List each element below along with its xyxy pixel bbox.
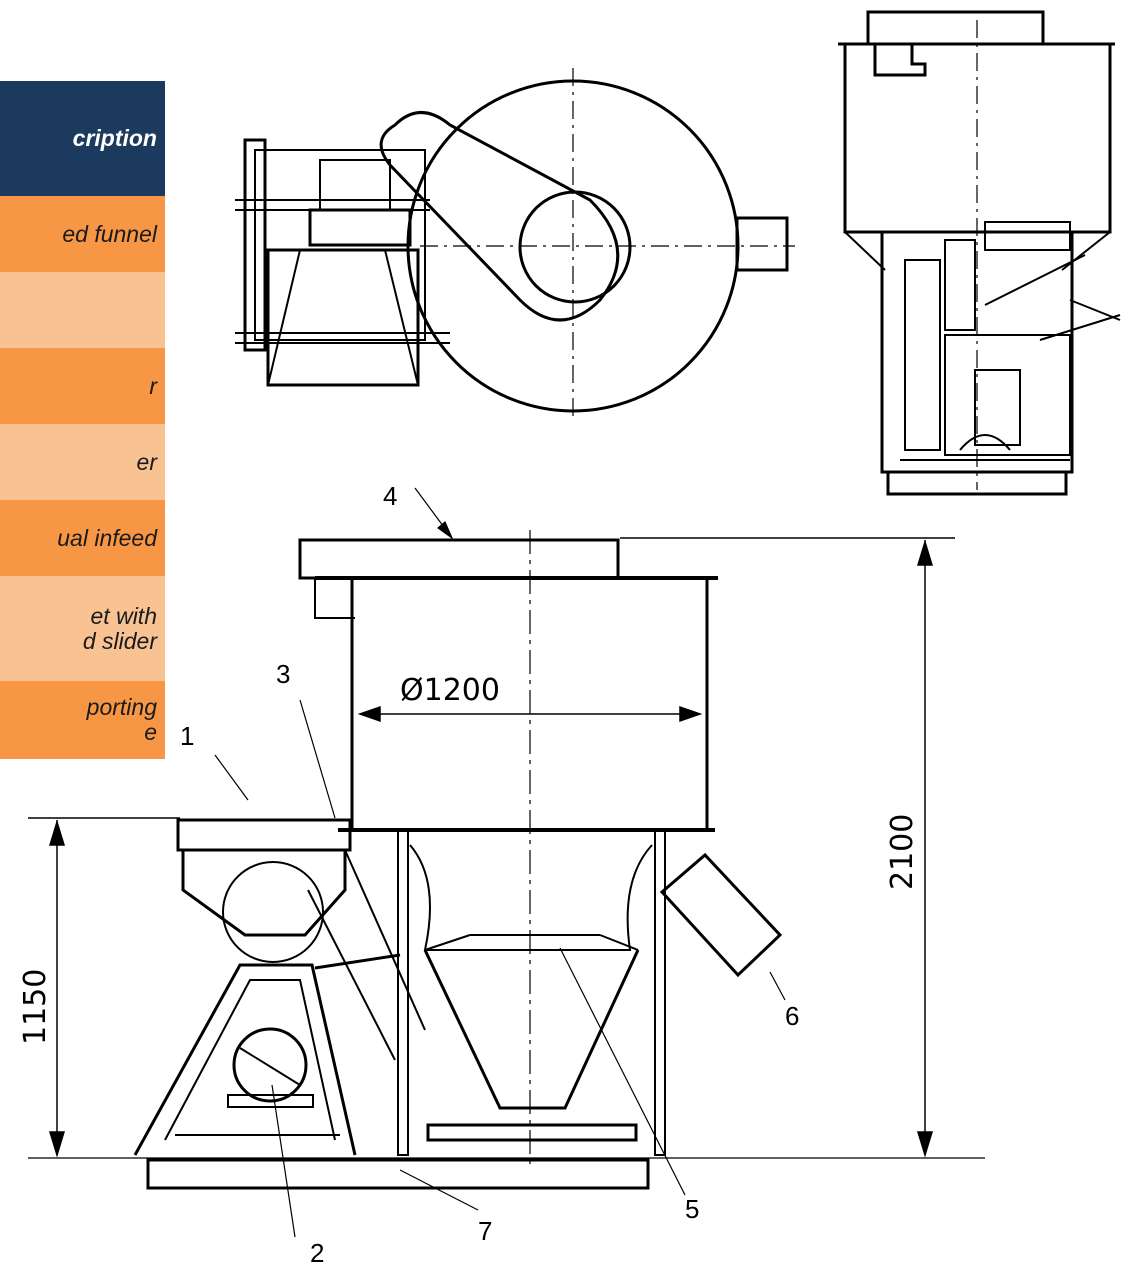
- callout-3: 3: [276, 659, 290, 689]
- dimension-lines: [28, 537, 955, 1158]
- callout-5: 5: [685, 1194, 699, 1224]
- top-view: [235, 68, 795, 420]
- front-view: [28, 530, 985, 1190]
- callout-6: 6: [785, 1001, 799, 1031]
- callout-1: 1: [180, 721, 194, 751]
- legend-header: cription: [0, 81, 165, 196]
- dimension-height-total: 2100: [885, 814, 920, 890]
- leader-lines: [214, 487, 786, 1238]
- legend-row-1: ed funnel: [0, 196, 165, 272]
- legend-row-2: [0, 272, 165, 348]
- legend-row-7: porting e: [0, 681, 165, 759]
- dimension-diameter: Ø1200: [400, 673, 500, 708]
- legend-table: cription ed funnel r er ual infeed et wi…: [0, 81, 165, 759]
- dimension-height-infeed: 1150: [18, 969, 53, 1045]
- legend-row-3: r: [0, 348, 165, 424]
- legend-row-5: ual infeed: [0, 500, 165, 576]
- callout-4: 4: [383, 481, 397, 511]
- side-view: [838, 10, 1121, 496]
- legend-row-4: er: [0, 424, 165, 500]
- callout-2: 2: [310, 1238, 324, 1268]
- legend-row-6: et with d slider: [0, 576, 165, 681]
- callout-7: 7: [478, 1216, 492, 1246]
